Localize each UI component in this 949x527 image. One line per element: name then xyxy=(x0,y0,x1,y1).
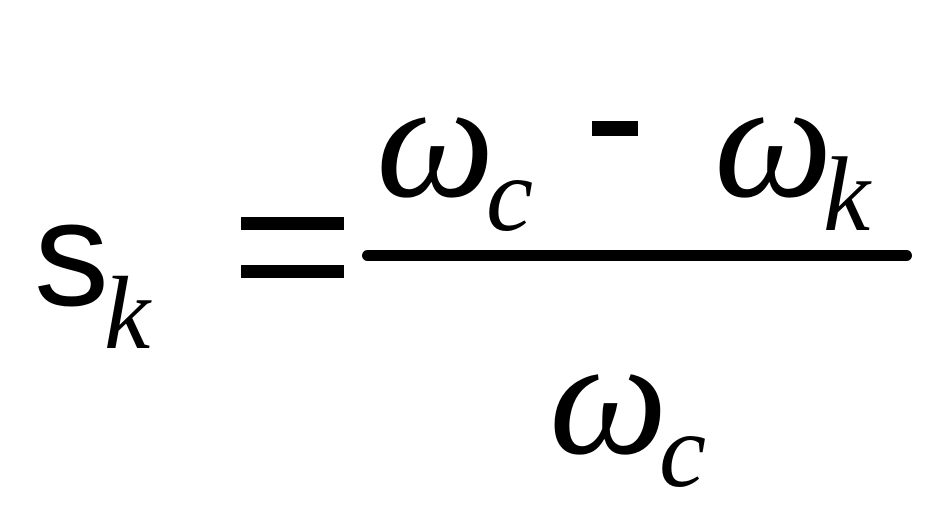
minus-sign xyxy=(592,121,638,136)
numerator-subscript-c: c xyxy=(486,136,534,253)
lhs-subscript: k xyxy=(104,256,151,371)
numerator-omega-c: ω xyxy=(376,47,495,233)
lhs-symbol: s xyxy=(34,169,109,337)
equals-sign-bottom-bar xyxy=(241,265,344,278)
numerator-omega-k: ω xyxy=(714,47,833,233)
denominator-omega-c: ω xyxy=(549,304,668,490)
equals-sign-top-bar xyxy=(241,217,344,230)
numerator-subscript-k: k xyxy=(823,136,871,253)
fraction-bar xyxy=(362,250,912,261)
denominator-subscript-c: c xyxy=(659,392,707,509)
